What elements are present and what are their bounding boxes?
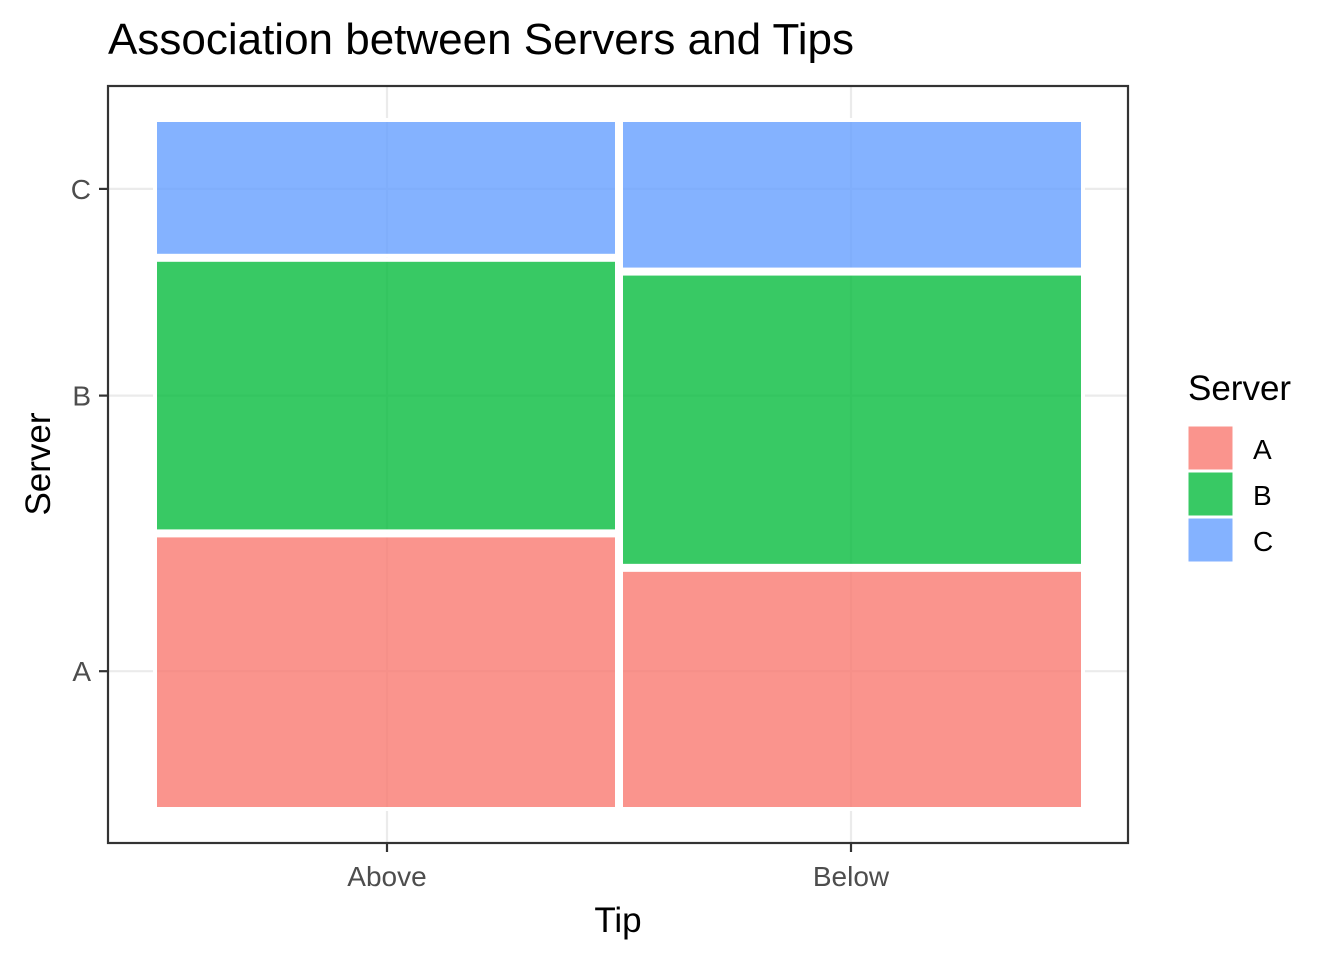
mosaic-tiles <box>153 118 1085 812</box>
tile-above-a <box>153 533 619 812</box>
y-tick-label-c: C <box>71 174 91 205</box>
x-tick-label-above: Above <box>347 861 426 892</box>
x-axis-title: Tip <box>594 901 641 940</box>
tile-above-c <box>153 118 619 258</box>
legend-label-a: A <box>1253 434 1272 465</box>
panel-border <box>106 84 1130 845</box>
legend-title: Server <box>1188 369 1291 408</box>
tile-below-c <box>619 118 1085 272</box>
tile-below-a <box>619 567 1085 811</box>
y-axis-title: Server <box>19 412 58 515</box>
legend-key-b <box>1187 471 1234 517</box>
y-tick-label-b: B <box>72 381 91 412</box>
legend-key-c <box>1187 517 1234 563</box>
chart-title: Association between Servers and Tips <box>108 15 854 64</box>
y-tick-label-a: A <box>72 656 91 687</box>
legend-key-a <box>1187 425 1234 471</box>
legend-label-b: B <box>1253 480 1272 511</box>
x-tick-label-below: Below <box>813 861 890 892</box>
axis-ticks: Above Below A B C <box>71 174 890 892</box>
legend-label-c: C <box>1253 526 1273 557</box>
tile-above-b <box>153 257 619 534</box>
tile-below-b <box>619 271 1085 568</box>
legend: Server ABC <box>1187 369 1291 563</box>
